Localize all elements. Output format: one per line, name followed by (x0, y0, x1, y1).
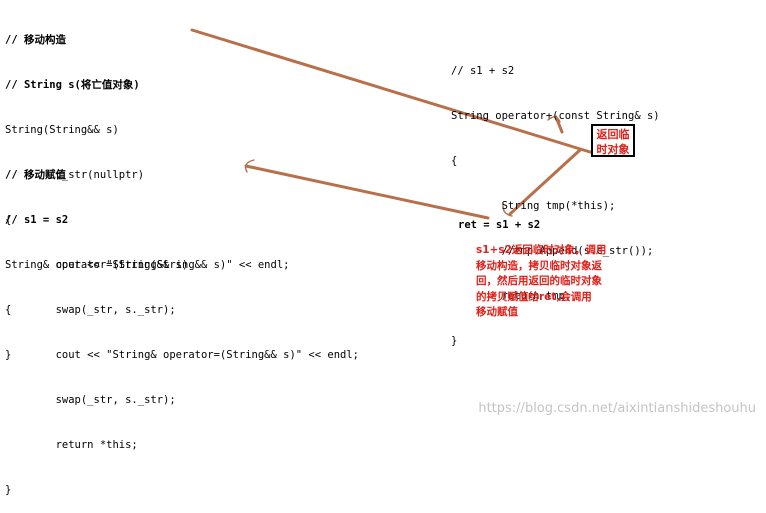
code-line: :_str(nullptr) (5, 169, 145, 181)
note-line: 回，然后用返回的临时对象 (476, 275, 602, 287)
operator-plus-code: // s1 + s2 String operator+(const String… (451, 34, 660, 364)
code-line: { (5, 304, 12, 316)
code-line: cout << "String(String&& s)" << endl; (5, 259, 290, 271)
code-line: cout << "String& operator=(String&& s)" … (5, 349, 360, 361)
temp-object-label: 返回临 时对象 (591, 124, 635, 157)
code-line: String operator+(const String& s) (451, 110, 660, 122)
code-line: // s1 = s2 (5, 214, 69, 226)
ret-statement: ret = s1 + s2 (458, 219, 541, 231)
temp-box-line: 返回临 (596, 128, 630, 141)
code-line: String& operator=(String&& s) (5, 259, 189, 271)
code-line: return *this; (5, 439, 138, 451)
code-line: String tmp(*this); (451, 200, 616, 212)
code-line: String(String&& s) (5, 124, 119, 136)
code-line: //tmp.Append(s.c_str()); (451, 245, 654, 257)
code-line: } (451, 335, 458, 347)
note-line: 的拷贝赋值给ret,会调用 (476, 290, 592, 303)
note-line: s1+s2返回临时对象，调用 (476, 244, 607, 256)
code-line: return tmp; (451, 290, 572, 302)
code-line: // s1 + s2 (451, 65, 515, 77)
code-line: { (451, 155, 458, 167)
arrow-to-move-constructor (190, 28, 592, 154)
code-line: swap(_str, s._str); (5, 304, 176, 316)
note-line: 移动构造，拷贝临时对象返 (476, 259, 602, 272)
code-line: // 移动构造 (5, 34, 66, 46)
move-assignment-code: // 移动赋值 // s1 = s2 String& operator=(Str… (5, 138, 359, 513)
arrow-ret-to-temp (508, 148, 582, 216)
code-line: // 移动赋值 (5, 169, 66, 181)
temp-box-line: 时对象 (596, 143, 630, 156)
note-line: 移动赋值 (476, 306, 518, 318)
code-line: { (5, 214, 12, 226)
code-line: } (5, 484, 12, 496)
arrowhead-move-assignment (244, 159, 255, 173)
arrow-to-move-assignment (244, 164, 490, 220)
move-constructor-code: // 移动构造 // String s(将亡值对象) String(String… (5, 3, 289, 378)
code-line: swap(_str, s._str); (5, 394, 176, 406)
code-line: } (5, 349, 12, 361)
arrowhead-ret (502, 203, 513, 217)
code-line: // String s(将亡值对象) (5, 79, 140, 91)
annotation-arrows (190, 28, 592, 220)
arrow-return-tmp (554, 115, 564, 134)
watermark: https://blog.csdn.net/aixintianshideshou… (478, 401, 756, 416)
explanation-note: s1+s2返回临时对象，调用 移动构造，拷贝临时对象返 回，然后用返回的临时对象… (476, 243, 651, 321)
